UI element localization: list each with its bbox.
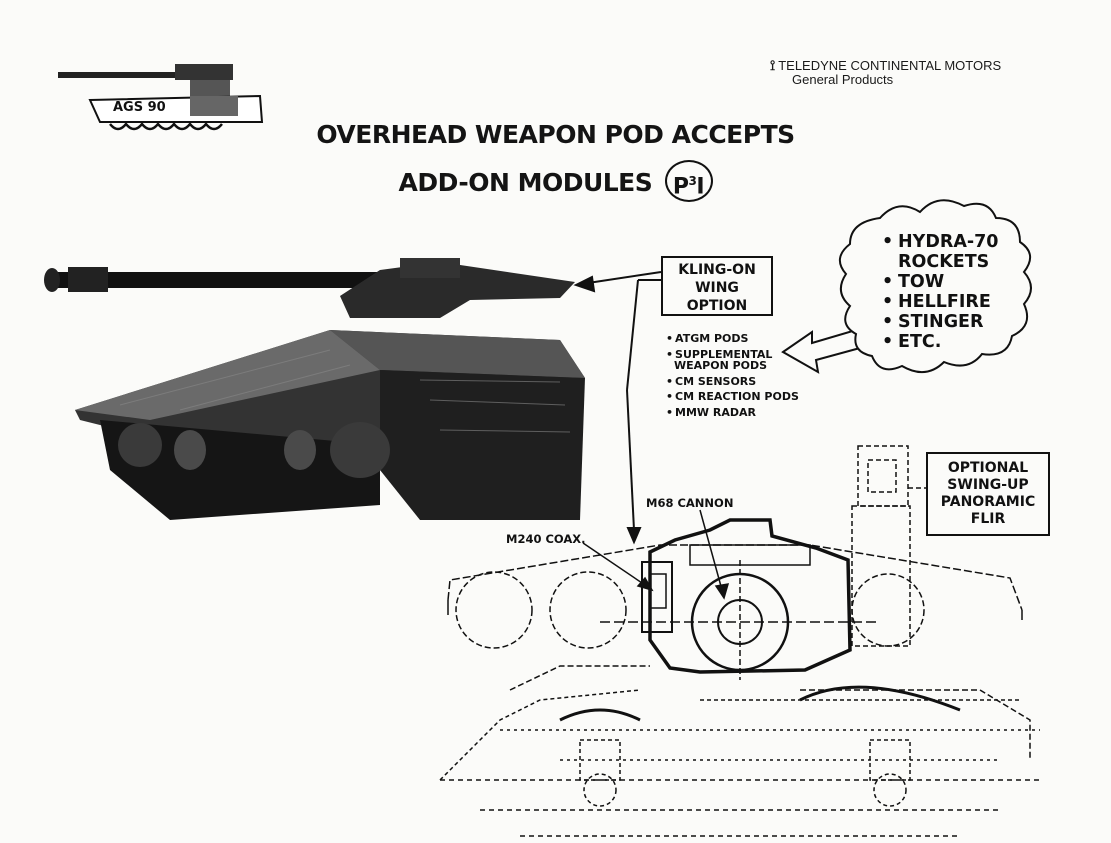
company-header: ⟟TELEDYNE CONTINENTAL MOTORS General Pro… bbox=[770, 58, 1001, 87]
page-title-line1: OVERHEAD WEAPON POD ACCEPTS bbox=[316, 120, 795, 149]
list-item: •HYDRA-70 bbox=[882, 232, 999, 252]
company-division: General Products bbox=[792, 72, 894, 87]
list-item: •TOW bbox=[882, 272, 945, 292]
m240-coax-label: M240 COAX. bbox=[506, 532, 586, 546]
company-name: TELEDYNE CONTINENTAL MOTORS bbox=[778, 58, 1002, 73]
tank-photo bbox=[44, 258, 585, 520]
flir-line1: OPTIONAL bbox=[947, 460, 1029, 476]
list-item: ROCKETS bbox=[898, 252, 990, 272]
p3i-sup: 3 bbox=[688, 174, 697, 188]
cloud-shape bbox=[839, 199, 1032, 373]
list-item: MMW RADAR bbox=[666, 406, 799, 419]
p3i-badge: P3I bbox=[664, 160, 713, 202]
title-line2-text: ADD-ON MODULES bbox=[398, 168, 653, 197]
kling-line1: KLING-ON bbox=[678, 262, 756, 278]
weapons-cloud-list: •HYDRA-70 ROCKETS •TOW •HELLFIRE •STINGE… bbox=[882, 232, 998, 352]
page-title-line2: ADD-ON MODULES P3I bbox=[0, 160, 1111, 205]
ags90-logo-tank bbox=[58, 64, 264, 131]
list-item: ATGM PODS bbox=[666, 333, 799, 345]
p3i-p: P bbox=[672, 174, 689, 200]
flir-line2: SWING-UP bbox=[947, 477, 1029, 493]
kling-line3: OPTION bbox=[686, 298, 748, 314]
p3i-i: I bbox=[696, 174, 705, 200]
list-item: •HELLFIRE bbox=[882, 292, 991, 312]
list-item: CM SENSORS bbox=[666, 375, 799, 388]
flir-mast bbox=[851, 445, 926, 647]
cross-section-schematic bbox=[439, 509, 1040, 837]
teledyne-logo-icon: ⟟ bbox=[770, 57, 776, 73]
m68-cannon-label: M68 CANNON bbox=[646, 496, 734, 510]
list-item: •STINGER bbox=[882, 312, 984, 332]
ags90-badge: AGS 90 bbox=[113, 100, 166, 115]
list-item: •ETC. bbox=[882, 332, 942, 352]
flir-line3: PANORAMIC bbox=[940, 494, 1036, 510]
kling-on-wing-box: KLING-ON WING OPTION bbox=[661, 256, 773, 316]
arrow-kling-to-tank bbox=[573, 271, 662, 293]
kling-line2: WING bbox=[695, 280, 739, 296]
panoramic-flir-box: OPTIONAL SWING-UP PANORAMIC FLIR bbox=[926, 452, 1050, 536]
list-item: CM REACTION PODS bbox=[666, 391, 799, 403]
flir-line4: FLIR bbox=[970, 511, 1006, 527]
arrow-kling-to-schematic bbox=[626, 279, 661, 545]
